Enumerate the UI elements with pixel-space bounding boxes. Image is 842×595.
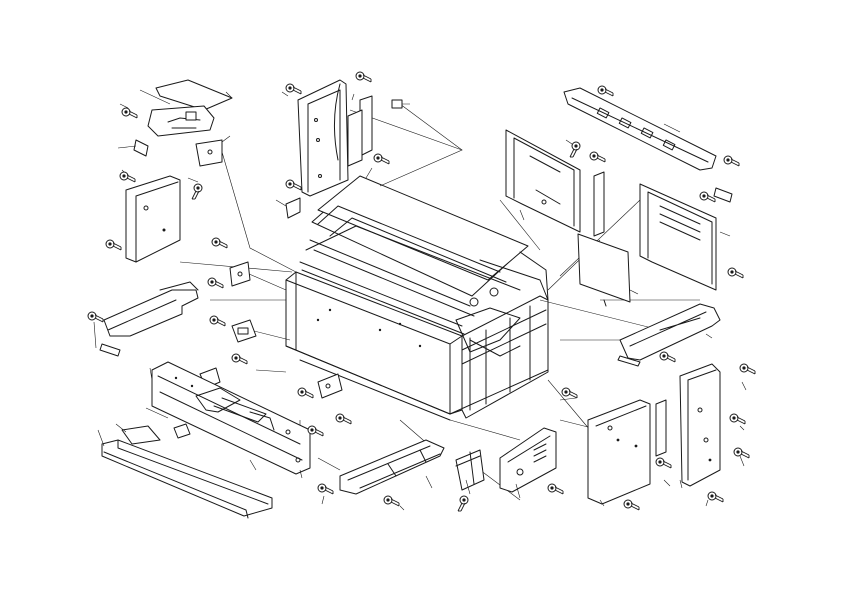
right-panel-b (639, 183, 744, 291)
right-bottom-panel-b (679, 363, 756, 507)
right-long-bracket (617, 303, 721, 367)
left-small-parts (199, 237, 257, 389)
center-bottom-parts (297, 373, 445, 511)
left-side-panel (105, 171, 181, 263)
bottom-rail (97, 423, 273, 519)
right-bottom-cover (499, 387, 578, 499)
assembly-lines (179, 103, 700, 501)
top-left-bracket (117, 79, 233, 200)
right-panel-a (505, 129, 606, 237)
right-bottom-panel-a (587, 399, 672, 511)
small-center-bracket (455, 449, 485, 512)
left-long-bracket (87, 281, 199, 357)
flat-sheet (577, 233, 639, 307)
top-center-frame (275, 71, 410, 219)
main-frame (285, 175, 549, 421)
front-cover (145, 361, 311, 479)
right-top-bar (563, 85, 740, 171)
